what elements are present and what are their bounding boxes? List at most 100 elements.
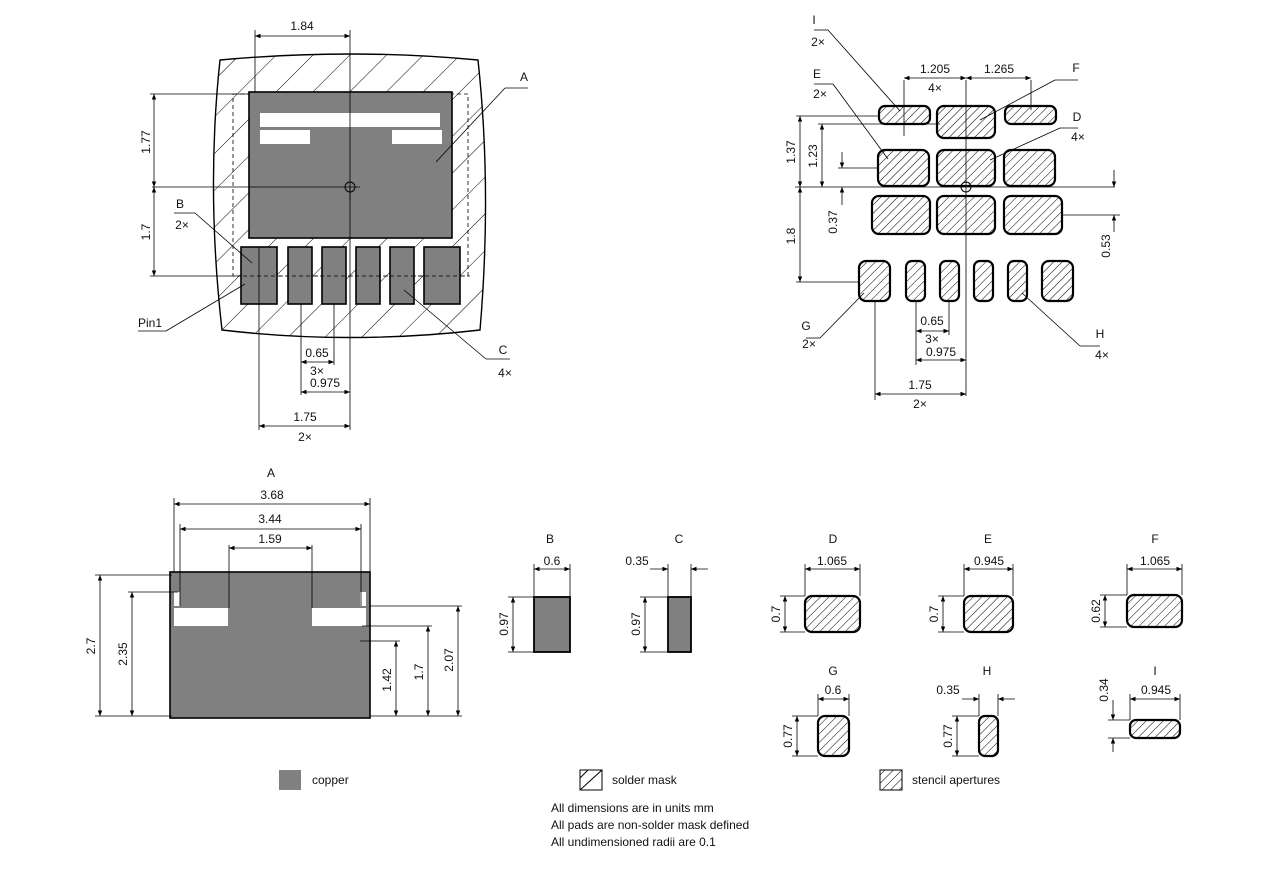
copper-pad-4 bbox=[355, 246, 381, 305]
detail-i: I 0.945 0.34 bbox=[1097, 664, 1182, 752]
detail-a-gap-top bbox=[174, 592, 180, 606]
dim-d-w: 1.065 bbox=[817, 554, 847, 568]
dim-b-w: 0.6 bbox=[544, 554, 561, 568]
detail-f-aperture bbox=[1125, 593, 1184, 629]
legend-mask-label: solder mask bbox=[612, 773, 678, 787]
detail-h-aperture bbox=[977, 714, 1000, 758]
copper-pad-2 bbox=[287, 246, 313, 305]
detail-a-title: A bbox=[267, 466, 275, 480]
dim-e-h: 0.7 bbox=[927, 605, 941, 622]
detail-c-title: C bbox=[675, 532, 684, 546]
dim-span-count: 2× bbox=[298, 430, 312, 444]
callout-c-count: 4× bbox=[498, 366, 512, 380]
detail-g-aperture bbox=[816, 714, 851, 758]
stencil-d-right bbox=[1002, 194, 1064, 236]
pad-a-gap-right bbox=[392, 130, 442, 144]
dim-stencil-h053: 0.53 bbox=[1099, 234, 1113, 258]
detail-c: C 0.35 0.97 bbox=[625, 532, 708, 653]
detail-d-title: D bbox=[829, 532, 838, 546]
detail-b-pad bbox=[533, 596, 571, 653]
dim-lower-height: 1.7 bbox=[139, 223, 153, 240]
detail-d-aperture bbox=[803, 594, 862, 634]
copper-pad-5 bbox=[389, 246, 415, 305]
detail-i-aperture bbox=[1128, 718, 1182, 740]
dim-pitch-count: 3× bbox=[310, 364, 324, 378]
detail-a-gap-right bbox=[360, 592, 366, 606]
legend-copper-swatch bbox=[279, 770, 301, 790]
detail-e-aperture bbox=[962, 594, 1015, 634]
callout-pin1: Pin1 bbox=[138, 316, 162, 330]
pad-a-gap-left bbox=[260, 130, 310, 144]
callout-f: F bbox=[1072, 61, 1079, 75]
detail-a-pad bbox=[169, 571, 371, 719]
callout-h: H bbox=[1096, 327, 1105, 341]
dim-stencil-w1: 1.205 bbox=[920, 62, 950, 76]
detail-b-title: B bbox=[546, 532, 554, 546]
detail-f-title: F bbox=[1151, 532, 1158, 546]
callout-e-count: 2× bbox=[813, 87, 827, 101]
callout-i-count: 2× bbox=[811, 35, 825, 49]
dim-f-h: 0.62 bbox=[1089, 599, 1103, 623]
dim-c-h: 0.97 bbox=[629, 612, 643, 636]
callout-a: A bbox=[520, 70, 528, 84]
dim-top-width: 1.84 bbox=[290, 19, 314, 33]
stencil-d-left bbox=[870, 194, 932, 236]
detail-h: H 0.35 0.77 bbox=[936, 664, 1015, 758]
dim-stencil-h123: 1.23 bbox=[806, 144, 820, 168]
dim-g-w: 0.6 bbox=[825, 683, 842, 697]
callout-b: B bbox=[176, 197, 184, 211]
dim-i-h: 0.34 bbox=[1097, 678, 1111, 702]
dim-stencil-h18: 1.8 bbox=[784, 227, 798, 244]
stencil-h-1 bbox=[904, 259, 927, 303]
detail-f: F 1.065 0.62 bbox=[1089, 532, 1184, 629]
dim-stencil-offset: 0.975 bbox=[926, 345, 956, 359]
callout-b-count: 2× bbox=[175, 218, 189, 232]
stencil-h-3 bbox=[972, 259, 995, 303]
detail-e: E 0.945 0.7 bbox=[927, 532, 1015, 634]
dim-i-w: 0.945 bbox=[1141, 683, 1171, 697]
dim-a-w368: 3.68 bbox=[260, 488, 284, 502]
detail-g: G 0.6 0.77 bbox=[781, 664, 851, 758]
dim-stencil-pitch-count: 3× bbox=[925, 332, 939, 346]
dim-span: 1.75 bbox=[293, 410, 317, 424]
dim-pitch: 0.65 bbox=[305, 346, 329, 360]
pad-a-center-bridge bbox=[310, 127, 392, 147]
callout-e: E bbox=[813, 67, 821, 81]
copper-pad-3 bbox=[321, 246, 347, 305]
stencil-g-left bbox=[857, 259, 892, 303]
note-pads: All pads are non-solder mask defined bbox=[551, 818, 750, 832]
dim-upper-height: 1.77 bbox=[139, 130, 153, 154]
dim-stencil-span-count: 2× bbox=[913, 397, 927, 411]
dim-a-w344: 3.44 bbox=[258, 512, 282, 526]
dim-a-h17: 1.7 bbox=[412, 663, 426, 680]
detail-b: B 0.6 0.97 bbox=[497, 532, 571, 653]
stencil-g-right bbox=[1040, 259, 1075, 303]
dim-a-h27: 2.7 bbox=[84, 637, 98, 654]
callout-h-count: 4× bbox=[1095, 348, 1109, 362]
dim-stencil-w2: 1.265 bbox=[984, 62, 1014, 76]
dim-b-h: 0.97 bbox=[497, 612, 511, 636]
dim-a-h235: 2.35 bbox=[116, 642, 130, 666]
dim-d-h: 0.7 bbox=[769, 605, 783, 622]
copper-pad-6 bbox=[423, 246, 461, 305]
dim-a-h142: 1.42 bbox=[380, 668, 394, 692]
detail-a: A 3.68 3.44 1.59 2.7 2.35 1 bbox=[84, 466, 462, 719]
notes: All dimensions are in units mm All pads … bbox=[551, 800, 749, 851]
dim-offset: 0.975 bbox=[310, 376, 340, 390]
detail-a-gap-right2 bbox=[312, 608, 366, 626]
dim-stencil-pitch: 0.65 bbox=[920, 314, 944, 328]
detail-a-lower-strip bbox=[180, 626, 360, 641]
detail-c-pad bbox=[667, 596, 692, 653]
detail-h-title: H bbox=[983, 664, 992, 678]
dim-stencil-h037: 0.37 bbox=[826, 210, 840, 234]
dim-f-w: 1.065 bbox=[1140, 554, 1170, 568]
legend-stencil-swatch bbox=[879, 769, 903, 791]
land-pattern-view: 1.84 1.77 1.7 0.65 3× 0.975 1.75 2× A B … bbox=[138, 19, 528, 444]
dim-stencil-w-count: 4× bbox=[928, 81, 942, 95]
stencil-e-right bbox=[1002, 148, 1057, 188]
legend-stencil-label: stencil apertures bbox=[912, 773, 1000, 787]
dim-e-w: 0.945 bbox=[974, 554, 1004, 568]
pad-a-lower-tab bbox=[260, 146, 442, 160]
stencil-i-left bbox=[877, 104, 932, 126]
